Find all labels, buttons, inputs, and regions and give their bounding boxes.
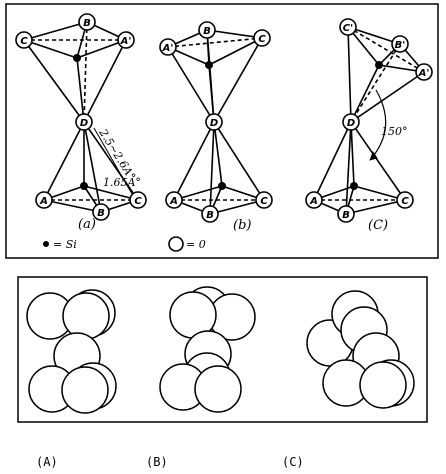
legend: = Si = 0: [43, 236, 206, 252]
silicon-atom: [205, 61, 213, 69]
atom-label: A': [162, 43, 174, 54]
atom-label: C: [134, 196, 142, 207]
atom-label: D: [80, 118, 88, 129]
atom-label: C: [20, 36, 28, 47]
legend-o-label: = 0: [186, 238, 206, 251]
atom-label: C: [260, 196, 268, 207]
oxygen-atom: [205, 113, 223, 131]
silicon-atom: [218, 182, 226, 190]
oxygen-atom: [255, 191, 273, 209]
atom-label: A: [39, 196, 48, 207]
sphere-model-b: [159, 286, 256, 413]
bottom-label-b: (B): [146, 455, 168, 469]
atom-label: A: [309, 196, 318, 207]
silicon-legend-icon: [43, 241, 49, 247]
angle-label: 150°: [381, 125, 408, 138]
oxygen-atom: [159, 38, 177, 56]
oxygen-atom: [117, 31, 135, 49]
oxygen-atom: [305, 191, 323, 209]
silicon-atom: [80, 182, 88, 190]
silicon-atom: [375, 61, 383, 69]
oxygen-atom: [337, 205, 355, 223]
oxygen-atom: [92, 203, 110, 221]
atom-label: D: [210, 118, 218, 129]
oxygen-atom: [198, 21, 216, 39]
sphere-model-c: [306, 290, 415, 409]
oxygen-atom: [15, 31, 33, 49]
atom-label: A: [169, 196, 178, 207]
oxygen-atom: [201, 205, 219, 223]
atom-label: B': [395, 40, 406, 51]
atom-label: B: [83, 18, 91, 29]
atoms-c: C' B' A' D A B C 150° (C): [305, 18, 433, 233]
atom-label: C: [258, 34, 266, 45]
bottom-label-c: (C): [282, 455, 304, 469]
dimension-short-label: 1.65A°: [103, 176, 141, 189]
bottom-label-a: (A): [36, 455, 58, 469]
structure-a: [23, 21, 139, 213]
silicon-atom: [73, 54, 81, 62]
silicon-atom: [350, 182, 358, 190]
legend-si-label: = Si: [53, 238, 77, 251]
atoms-b: A' B C D A B C (b): [159, 21, 273, 233]
sub-caption-c: (C): [368, 218, 388, 233]
oxygen-atom: [78, 13, 96, 31]
oxygen-atom: [129, 191, 147, 209]
atom-label: B: [206, 210, 214, 221]
atom-label: B: [97, 208, 105, 219]
oxygen-atom: [342, 113, 360, 131]
atom-label: C': [343, 23, 353, 34]
atom-label: B: [342, 210, 350, 221]
atom-label: A': [418, 68, 430, 79]
oxygen-atom: [396, 191, 414, 209]
atom-label: C: [401, 196, 409, 207]
top-panel-frame: [5, 3, 439, 259]
sphere-model-a: [26, 289, 117, 414]
oxygen-atom: [253, 29, 271, 47]
sub-caption-a: (a): [78, 217, 96, 232]
oxygen-atom: [35, 191, 53, 209]
atom-label: A': [120, 36, 132, 47]
oxygen-atom: [391, 35, 409, 53]
atom-label: D: [347, 118, 355, 129]
oxygen-legend-icon: [168, 236, 184, 252]
oxygen-atom: [165, 191, 183, 209]
sub-caption-b: (b): [233, 218, 251, 233]
oxygen-atom: [339, 18, 357, 36]
oxygen-atom: [75, 113, 93, 131]
oxygen-atom: [415, 63, 433, 81]
atom-label: B: [203, 26, 211, 37]
